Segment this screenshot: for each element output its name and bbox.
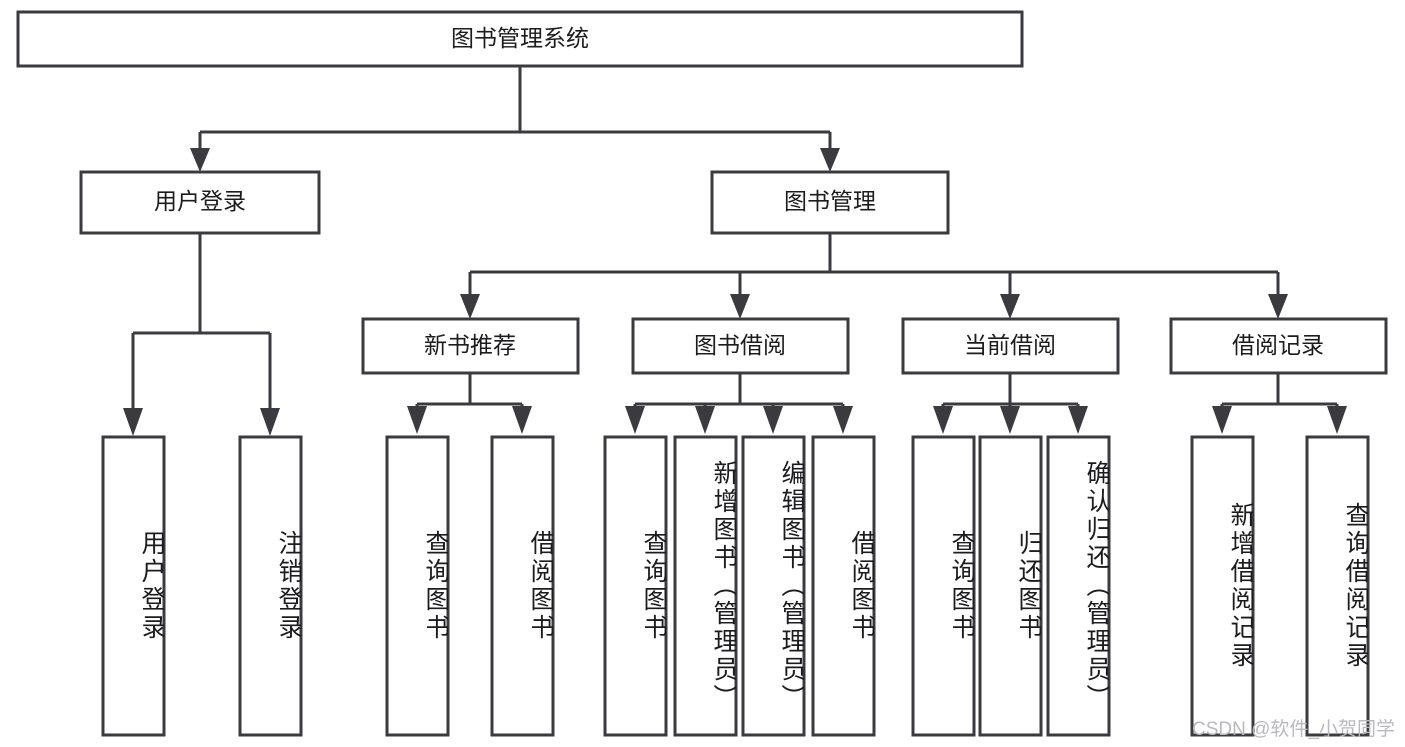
node-borrow-record-box[interactable] (1169, 317, 1388, 375)
node-current-borrow-box[interactable] (901, 317, 1120, 375)
leaf-label-layer: 用户登录 注销登录 查询图书 借阅图书 查询图书 (138, 460, 1368, 712)
arrowhead-leaf-newbook-1 (407, 406, 427, 434)
leaf-box-bookborrow-4[interactable] (811, 435, 876, 737)
arrowhead-leaf-user-login-1 (123, 408, 143, 436)
node-new-book-recommend-box[interactable] (361, 317, 580, 375)
leaf-label-currentborrow-2: 归还图书 (1015, 530, 1041, 642)
leaf-box-bookborrow-3[interactable] (741, 435, 806, 737)
arrowhead-leaf-borrowrecord-1 (1212, 406, 1232, 434)
leaf-box-bookborrow-2[interactable] (673, 435, 738, 737)
leaf-box-currentborrow-1[interactable] (911, 435, 976, 737)
leaf-box-borrowrecord-1[interactable] (1190, 435, 1255, 737)
arrowhead-leaf-currentborrow-2 (1000, 406, 1020, 434)
leaf-label-bookborrow-2: 新增图书（管理员） (710, 460, 736, 712)
leaf-box-currentborrow-3[interactable] (1046, 435, 1111, 737)
node-user-login-label: 用户登录 (154, 188, 246, 214)
leaf-box-currentborrow-2[interactable] (978, 435, 1043, 737)
node-current-borrow-label: 当前借阅 (964, 332, 1056, 358)
leaf-label-currentborrow-3: 确认归还（管理员） (1083, 460, 1109, 712)
leaf-label-borrowrecord-2: 查询借阅记录 (1342, 502, 1368, 670)
leaf-label-bookborrow-3: 编辑图书（管理员） (778, 460, 804, 712)
leaf-label-bookborrow-1: 查询图书 (640, 530, 666, 642)
node-root-label: 图书管理系统 (451, 25, 589, 51)
node-user-login-box[interactable] (79, 170, 321, 235)
arrowhead-current-borrow (1000, 294, 1020, 319)
node-borrow-record-label: 借阅记录 (1232, 332, 1324, 358)
node-root-box[interactable] (16, 10, 1024, 68)
node-book-borrow-label: 图书借阅 (694, 332, 786, 358)
leaf-label-borrowrecord-1: 新增借阅记录 (1227, 502, 1253, 670)
arrowhead-leaf-currentborrow-1 (933, 406, 953, 434)
node-book-borrow-box[interactable] (631, 317, 850, 375)
leaf-label-newbook-1: 查询图书 (422, 530, 448, 642)
arrowhead-borrow-record (1268, 294, 1288, 319)
arrowhead-leaf-bookborrow-3 (763, 406, 783, 434)
leaf-box-user-login-1[interactable] (101, 435, 166, 737)
arrowhead-leaf-bookborrow-2 (695, 406, 715, 434)
arrowhead-leaf-bookborrow-4 (833, 406, 853, 434)
leaf-box-bookborrow-1[interactable] (603, 435, 668, 737)
arrowhead-user-login (190, 148, 210, 172)
arrowhead-book-borrow (730, 294, 750, 319)
leaf-label-bookborrow-4: 借阅图书 (848, 530, 874, 642)
connector-layer (123, 66, 1347, 436)
node-book-mgmt-box[interactable] (710, 170, 950, 235)
leaf-box-borrowrecord-2[interactable] (1305, 435, 1370, 737)
arrowhead-new-book (460, 294, 480, 319)
leaf-label-user-login-2: 注销登录 (275, 530, 301, 642)
node-book-mgmt-label: 图书管理 (784, 188, 876, 214)
arrowhead-leaf-currentborrow-3 (1068, 406, 1088, 434)
csdn-watermark: CSDN @软件_小贺同学 (1192, 719, 1395, 740)
leaf-box-newbook-1[interactable] (385, 435, 450, 737)
arrowhead-leaf-user-login-2 (260, 408, 280, 436)
leaf-label-currentborrow-1: 查询图书 (948, 530, 974, 642)
leaf-box-user-login-2[interactable] (238, 435, 303, 737)
leaf-label-user-login-1: 用户登录 (138, 530, 164, 642)
leaf-label-newbook-2: 借阅图书 (527, 530, 553, 642)
leaf-box-newbook-2[interactable] (490, 435, 555, 737)
node-layer: 图书管理系统 用户登录 图书管理 新书推荐 图书借阅 当前借阅 借阅记录 (16, 10, 1388, 737)
arrowhead-book-mgmt (820, 148, 840, 172)
arrowhead-leaf-bookborrow-1 (625, 406, 645, 434)
arrowhead-leaf-borrowrecord-2 (1327, 406, 1347, 434)
node-new-book-recommend-label: 新书推荐 (424, 332, 516, 358)
arrowhead-leaf-newbook-2 (512, 406, 532, 434)
